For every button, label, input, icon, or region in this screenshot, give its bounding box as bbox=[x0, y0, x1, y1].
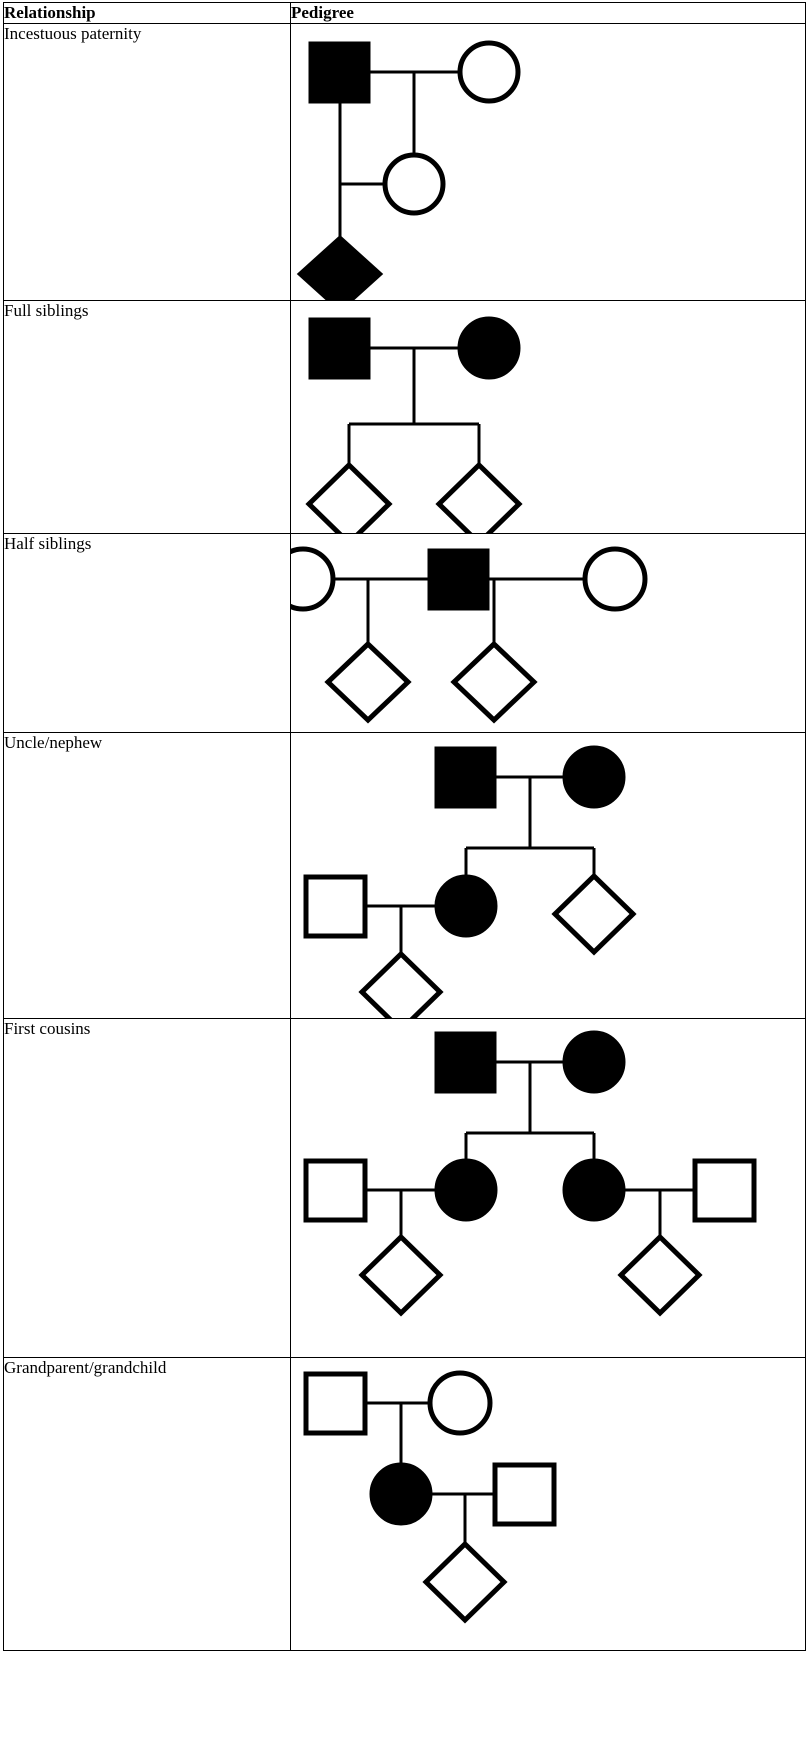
symbol-daughter-right-filled-circle bbox=[562, 1158, 626, 1222]
header-pedigree: Pedigree bbox=[290, 2, 806, 24]
symbol-grandchild-open-diamond bbox=[422, 1540, 508, 1624]
symbol-uncle-open-diamond bbox=[551, 872, 637, 956]
table-row: Half siblings bbox=[3, 533, 806, 733]
symbol-father-open-square bbox=[492, 1462, 557, 1527]
symbol-grandfather-filled-square bbox=[434, 1031, 497, 1094]
symbol-daughter-filled-circle bbox=[434, 874, 498, 938]
pedigree-cell bbox=[290, 23, 806, 301]
symbol-child-right-open-diamond bbox=[450, 640, 538, 724]
relationship-cell: Full siblings bbox=[3, 300, 291, 534]
symbol-nephew-open-diamond bbox=[358, 950, 444, 1018]
table-row: First cousins bbox=[3, 1018, 806, 1358]
symbol-husband-left-open-square bbox=[303, 1158, 368, 1223]
symbol-mother-left-open-circle bbox=[291, 546, 336, 612]
pedigree-diagram-full-siblings bbox=[305, 316, 523, 533]
symbol-grandmother-open-circle bbox=[427, 1370, 493, 1436]
relationship-pedigree-table: Relationship Pedigree Incestuous paterni… bbox=[3, 2, 806, 1651]
symbol-cousin-left-open-diamond bbox=[358, 1233, 444, 1317]
symbol-grandfather-filled-square bbox=[434, 746, 497, 809]
symbol-sibling-2-open-diamond bbox=[435, 461, 523, 533]
table-header: Relationship Pedigree bbox=[3, 2, 806, 24]
symbol-father-filled-square bbox=[308, 41, 371, 104]
table-body: Incestuous paternity bbox=[3, 23, 806, 1651]
pedigree-cell bbox=[290, 1357, 806, 1651]
pedigree-diagram-first-cousins bbox=[303, 1030, 757, 1317]
header-row: Relationship Pedigree bbox=[3, 2, 806, 24]
pedigree-cell bbox=[290, 732, 806, 1019]
symbol-sibling-1-open-diamond bbox=[305, 461, 393, 533]
relationship-label: Incestuous paternity bbox=[4, 24, 142, 43]
symbol-mother-filled-circle bbox=[457, 316, 521, 380]
relationship-label: Full siblings bbox=[4, 301, 89, 320]
symbol-daughter-open-circle bbox=[382, 152, 446, 216]
symbol-daughter-filled-circle bbox=[369, 1462, 433, 1526]
symbol-grandmother-filled-circle bbox=[562, 1030, 626, 1094]
relationship-label: Half siblings bbox=[4, 534, 92, 553]
pedigree-diagram-half-siblings bbox=[291, 546, 648, 724]
relationship-label: Grandparent/grandchild bbox=[4, 1358, 167, 1377]
pedigree-diagram-grandparent-grandchild bbox=[303, 1370, 557, 1624]
symbol-mother-right-open-circle bbox=[582, 546, 648, 612]
relationship-cell: First cousins bbox=[3, 1018, 291, 1358]
symbol-grandfather-open-square bbox=[303, 1371, 368, 1436]
relationship-cell: Incestuous paternity bbox=[3, 23, 291, 301]
symbol-child-filled-diamond bbox=[296, 234, 384, 300]
symbol-father-filled-square bbox=[427, 548, 490, 611]
pedigree-cell bbox=[290, 533, 806, 733]
symbol-son-in-law-open-square bbox=[303, 874, 368, 939]
symbol-daughter-left-filled-circle bbox=[434, 1158, 498, 1222]
symbol-mother-open-circle bbox=[457, 40, 521, 104]
relationship-cell: Grandparent/grandchild bbox=[3, 1357, 291, 1651]
relationship-label: First cousins bbox=[4, 1019, 91, 1038]
relationship-cell: Half siblings bbox=[3, 533, 291, 733]
table-row: Grandparent/grandchild bbox=[3, 1357, 806, 1651]
symbol-father-filled-square bbox=[308, 317, 371, 380]
symbol-child-left-open-diamond bbox=[324, 640, 412, 724]
symbol-cousin-right-open-diamond bbox=[617, 1233, 703, 1317]
symbol-grandmother-filled-circle bbox=[562, 745, 626, 809]
table-row: Incestuous paternity bbox=[3, 23, 806, 301]
table-row: Full siblings bbox=[3, 300, 806, 534]
pedigree-diagram-incestuous-paternity bbox=[296, 40, 521, 300]
pedigree-diagram-uncle-nephew bbox=[303, 745, 637, 1018]
symbol-husband-right-open-square bbox=[692, 1158, 757, 1223]
pedigree-cell bbox=[290, 1018, 806, 1358]
relationship-cell: Uncle/nephew bbox=[3, 732, 291, 1019]
relationship-label: Uncle/nephew bbox=[4, 733, 103, 752]
header-relationship: Relationship bbox=[3, 2, 291, 24]
table-row: Uncle/nephew bbox=[3, 732, 806, 1019]
pedigree-cell bbox=[290, 300, 806, 534]
